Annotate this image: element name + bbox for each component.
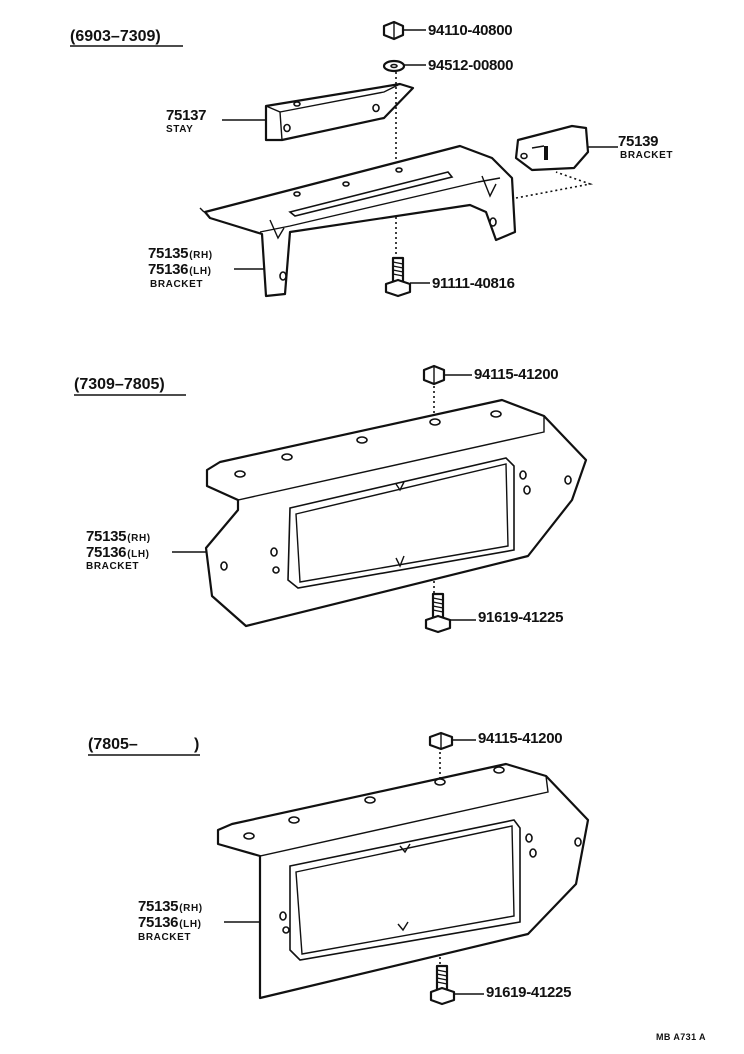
bracket-icon — [204, 398, 588, 628]
section-2: (7309–7805) 94115-41200 — [74, 364, 588, 634]
bracket-icon — [216, 762, 590, 1000]
nut-icon — [428, 731, 454, 751]
part-number-bolt: 91111-40816 — [432, 275, 515, 292]
stay-icon — [264, 82, 415, 142]
part-number-bracket-lh: 75136(LH) — [86, 544, 150, 561]
part-number-nut: 94115-41200 — [474, 366, 558, 383]
part-number-bolt: 91619-41225 — [478, 609, 563, 626]
side-bracket-icon — [514, 124, 590, 172]
section-3-heading: (7805– — [88, 736, 138, 753]
section-3: (7805– ) 94115-41200 75 — [88, 730, 590, 1006]
part-number-washer: 94512-00800 — [428, 57, 513, 74]
part-label-bracket: BRACKET — [138, 932, 191, 943]
washer-icon — [382, 59, 406, 73]
bolt-icon — [384, 256, 412, 298]
part-label-bracket: BRACKET — [86, 561, 139, 572]
part-number-bracket-rh: 75135(RH) — [148, 245, 213, 262]
section-3-heading-close: ) — [194, 736, 199, 753]
assembly-line — [515, 171, 594, 199]
part-label-side-bracket: BRACKET — [620, 150, 673, 161]
diagram-code: MB A731 A — [656, 1032, 706, 1042]
part-number-bracket-rh: 75135(RH) — [86, 528, 151, 545]
bolt-icon — [429, 964, 456, 1006]
bracket-icon — [199, 144, 517, 298]
part-number-nut: 94110-40800 — [428, 22, 512, 39]
nut-icon — [382, 20, 405, 41]
bolt-icon — [424, 592, 452, 634]
part-number-bracket-rh: 75135(RH) — [138, 898, 203, 915]
part-number-bracket-lh: 75136(LH) — [138, 914, 202, 931]
part-number-bolt: 91619-41225 — [486, 984, 571, 1001]
part-number-stay: 75137 — [166, 107, 206, 124]
section-1-heading: (6903–7309) — [70, 28, 161, 45]
part-label-bracket: BRACKET — [150, 279, 203, 290]
part-number-side-bracket: 75139 — [618, 133, 658, 150]
part-label-stay: STAY — [166, 124, 193, 135]
part-number-nut: 94115-41200 — [478, 730, 562, 747]
part-number-bracket-lh: 75136(LH) — [148, 261, 212, 278]
section-1: (6903–7309) 94110-40800 94512-00800 7513… — [70, 20, 673, 298]
nut-icon — [422, 364, 446, 386]
section-2-heading: (7309–7805) — [74, 376, 165, 393]
